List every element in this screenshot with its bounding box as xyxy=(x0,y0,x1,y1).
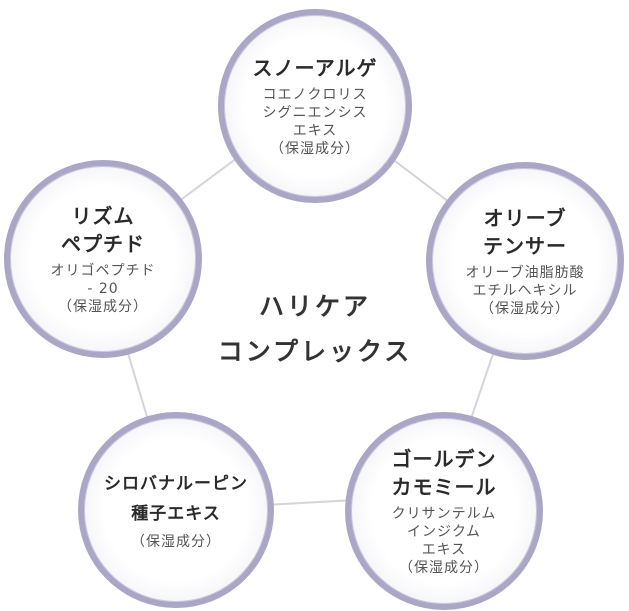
node-description: （保湿成分） xyxy=(131,534,221,550)
node-title: スノーアルゲ xyxy=(252,56,378,80)
node-golden-chamomile: ゴールデン カモミール クリサンテルム インジクム エキス （保湿成分） xyxy=(345,412,543,610)
node-title: ゴールデン カモミール xyxy=(391,447,497,499)
node-description: オリーブ油脂肪酸 エチルヘキシル （保湿成分） xyxy=(465,265,585,317)
center-title: ハリケア コンプレックス xyxy=(217,292,413,366)
node-snow-algae: スノーアルゲ コエノクロリス シグニエンシス エキス （保湿成分） xyxy=(218,9,412,203)
node-title: シロバナルーピン 種子エキス xyxy=(104,474,248,524)
node-shirobana-lupin: シロバナルーピン 種子エキス （保湿成分） xyxy=(78,412,274,608)
node-rhythm-peptide: リズム ペプチド オリゴペプチド - 20 （保湿成分） xyxy=(4,160,202,358)
node-description: コエノクロリス シグニエンシス エキス （保湿成分） xyxy=(262,87,368,157)
node-olive-tensor: オリーブ テンサー オリーブ油脂肪酸 エチルヘキシル （保湿成分） xyxy=(426,162,624,360)
node-description: クリサンテルム インジクム エキス （保湿成分） xyxy=(391,506,497,576)
node-title: オリーブ テンサー xyxy=(483,206,567,258)
node-description: オリゴペプチド - 20 （保湿成分） xyxy=(50,263,156,315)
node-title: リズム ペプチド xyxy=(61,204,145,256)
